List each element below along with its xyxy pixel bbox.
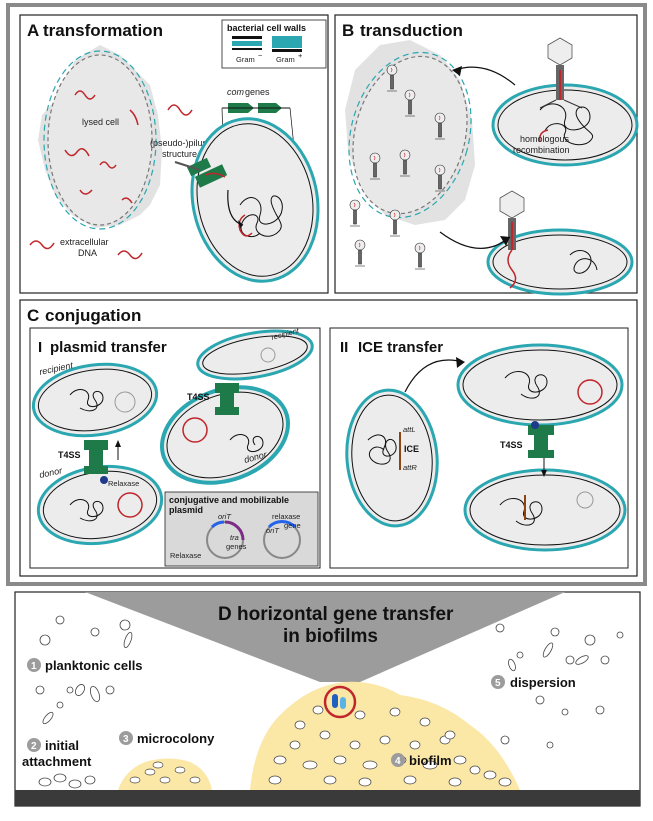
tra-label: tra [230,533,239,542]
panel-a-letter: A [27,21,39,40]
stage-3: 3 microcolony [119,731,215,746]
phage-group [349,64,446,270]
recipient-cell-a [190,117,320,283]
legend-title: bacterial cell walls [227,23,306,33]
plasmid-box-1: conjugative and mobilizable [169,495,289,505]
legend-gram-pos: Gram [276,55,295,64]
lysed-cell: lysed cell [38,45,162,230]
dispersion-cells [495,623,624,749]
donor-label-1: donor [38,465,64,480]
com-genes-rest: genes [245,87,270,97]
stage-4: 4 biofilm [391,753,452,768]
recipient-cell-c2 [196,329,314,381]
infected-cell-b [491,37,639,167]
sub-i-title: plasmid transfer [50,339,167,356]
panel-b-transduction: B transduction [334,14,639,296]
stage-4-num: 4 [395,756,401,767]
stage-3-label: microcolony [137,731,215,746]
relaxase-gene-2: gene [284,521,301,530]
panel-b-title: transduction [360,21,463,40]
panel-d-biofilm: D horizontal gene transfer in biofilms [14,591,641,807]
extracellular-dna-2: DNA [78,248,97,258]
extracellular-dna-1: extracellular [60,237,109,247]
stage-5-num: 5 [495,678,501,689]
panel-d-title-1: D horizontal gene transfer [218,604,454,625]
relaxase-label-2: Relaxase [170,551,201,560]
ice-excised-cell [456,343,624,427]
oriT-2: oriT [266,526,280,535]
attR-label: attR [403,463,417,472]
com-genes-italic: com [227,87,245,97]
attachment-cells [38,773,96,789]
oriT-1: oriT [218,512,232,521]
panel-c-conjugation: C conjugation I plasmid transfer recipie… [19,299,638,577]
stage-5: 5 dispersion [491,675,576,690]
cell-wall-legend: bacterial cell walls Gram − Gram + [221,19,327,69]
stage-1: 1 planktonic cells [27,658,143,673]
t4ss-label-3: T4SS [500,440,523,450]
stage-4-label: biofilm [409,753,452,768]
stage-2-num: 2 [31,741,37,752]
relaxase-label-1: Relaxase [108,479,139,488]
planktonic-cells [35,615,133,725]
svg-text:−: − [258,51,263,60]
stage-2-label-b: attachment [22,754,92,769]
stage-5-label: dispersion [510,675,576,690]
homologous-2: recombination [513,145,570,155]
svg-text:+: + [298,51,303,60]
panel-d-title-2: in biofilms [283,626,378,647]
ice-label: ICE [404,444,419,454]
lysed-cell-label: lysed cell [82,117,119,127]
t4ss-label-1: T4SS [58,450,81,460]
ice-recipient-cell [463,468,627,552]
panel-c-title: conjugation [45,306,141,325]
ice-donor-cell [345,388,439,528]
attL-label: attL [403,425,416,434]
stage-2-label: initial [45,738,79,753]
panel-b-letter: B [342,21,354,40]
stage-1-num: 1 [31,661,37,672]
stage-3-num: 3 [123,734,129,745]
pilus-label-1: (pseudo-)pilus [150,138,208,148]
t4ss-label-2: T4SS [187,392,210,402]
homologous-1: homologous [520,134,570,144]
recipient-cell-c1 [31,362,159,438]
relaxase-gene-1: relaxase [272,512,300,521]
pilus-structure [174,157,228,188]
stage-2: 2 initial attachment [22,738,92,769]
infected-cell-b2 [486,190,634,296]
stage-1-label: planktonic cells [45,658,143,673]
donor-cell-c2 [160,385,290,485]
panel-a-title: transformation [43,21,163,40]
pilus-label-2: structure [162,149,197,159]
sub-i-num: I [38,339,42,356]
sub-ii-num: II [340,339,348,356]
legend-gram-neg: Gram [236,55,255,64]
panel-c-letter: C [27,306,39,325]
sub-ii-title: ICE transfer [358,339,443,356]
genes-label: genes [226,542,247,551]
panel-a-transformation: A transformation bacterial cell walls Gr… [19,14,329,294]
plasmid-box-2: plasmid [169,505,203,515]
